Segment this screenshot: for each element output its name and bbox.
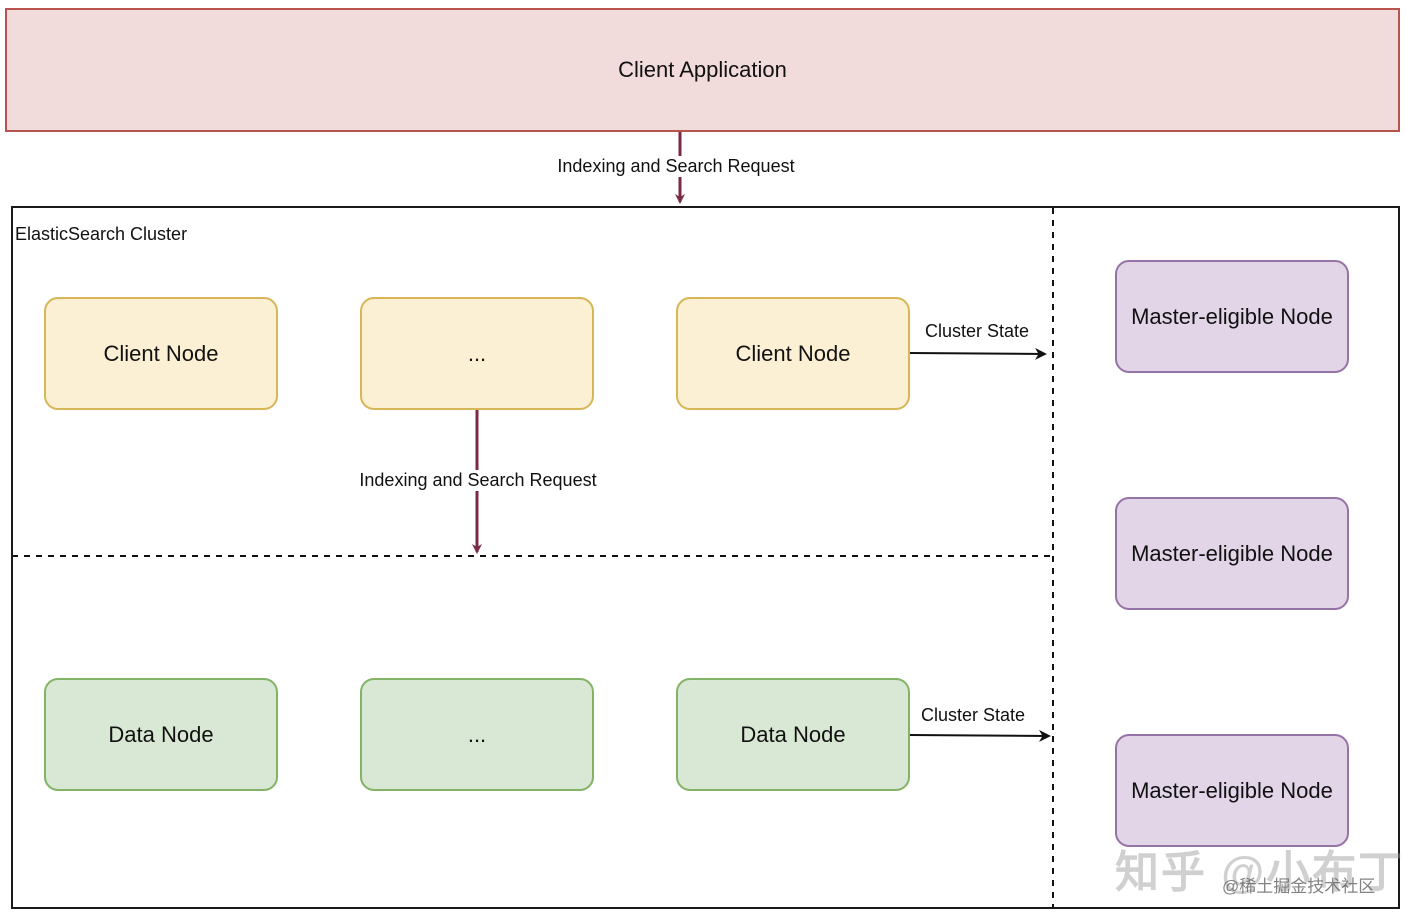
data-cluster-state-label: Cluster State <box>921 705 1026 725</box>
juejin-watermark: @稀土掘金技术社区 <box>1222 877 1376 896</box>
client-cluster-state-label: Cluster State <box>925 321 1030 341</box>
cluster-label: ElasticSearch Cluster <box>15 224 188 244</box>
data-node-ellipsis: ... <box>360 678 594 791</box>
client-cluster-state-arrow <box>909 347 1047 360</box>
data-node-2: Data Node <box>676 678 910 791</box>
app-to-cluster-label: Indexing and Search Request <box>555 156 797 177</box>
data-cluster-state-arrow <box>909 729 1051 742</box>
elasticsearch-cluster <box>11 206 1400 909</box>
master-eligible-node-1: Master-eligible Node <box>1115 260 1349 373</box>
data-node-1: Data Node <box>44 678 278 791</box>
master-eligible-node-2: Master-eligible Node <box>1115 497 1349 610</box>
zhihu-watermark: 知乎 @小布丁 <box>1115 848 1405 897</box>
client-application-box: Client Application <box>5 8 1400 132</box>
master-eligible-node-3: Master-eligible Node <box>1115 734 1349 847</box>
client-to-data-label: Indexing and Search Request <box>357 470 599 491</box>
client-node-2: Client Node <box>676 297 910 410</box>
client-node-1: Client Node <box>44 297 278 410</box>
client-node-ellipsis: ... <box>360 297 594 410</box>
